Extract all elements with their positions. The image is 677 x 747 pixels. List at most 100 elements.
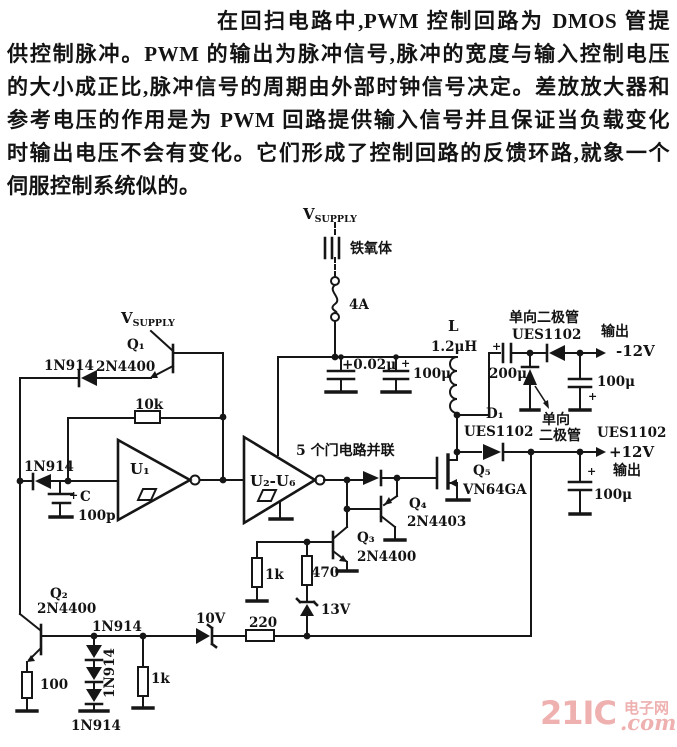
paragraph-line: 参考电压的作用是为 PWM 回路提供输入信号并且保证当负载变化	[7, 108, 670, 132]
speedup-diode	[363, 469, 398, 487]
diode-part-number: UES1102	[597, 425, 666, 441]
wire	[456, 352, 501, 416]
polarity-plus: +	[69, 489, 78, 502]
diode-part-number: 1N914	[92, 619, 142, 635]
paragraph-line: 在回扫电路中,PWM 控制回路为 DMOS 管提	[217, 9, 670, 33]
resistor-220: 220	[245, 615, 277, 642]
gate-drive: Q₄ 2N4403 Q₃ 2N4400 1k 470	[245, 469, 466, 637]
pos12v-label: +12V	[609, 443, 654, 461]
fuse	[330, 276, 340, 322]
capacitor-value: 100p	[78, 508, 116, 524]
resistor-value: 470	[311, 565, 339, 581]
resistor-value: 220	[249, 615, 277, 631]
resistor-470: 470	[301, 541, 339, 601]
clamp-diode	[519, 352, 549, 412]
timing-capacitor-100p: + C 100p	[47, 480, 116, 524]
hysteresis-symbol	[256, 489, 278, 502]
polarity-plus: +	[401, 357, 410, 370]
resistor-1k-bottom: 1k	[131, 635, 170, 710]
resistor-value: 1k	[265, 567, 284, 583]
bypass-capacitor-100u: + 100μ	[380, 356, 451, 394]
capacitor-value: 100μ	[413, 366, 451, 382]
capacitor-value: 100μ	[597, 374, 635, 390]
pos-rail-branch: D₁ UES1102 + 100μ UES1102 +12V 输出	[456, 406, 666, 516]
transistor-q4: Q₄ 2N4403	[346, 477, 466, 542]
capacitor-name: C	[80, 489, 91, 505]
parallel-gates-note: 5 个门电路并联	[296, 442, 396, 459]
diode-part-number: UES1102	[464, 424, 533, 440]
transistor-q3: Q₃ 2N4400	[256, 525, 416, 573]
transistor-q2: Q₂ 2N4400	[18, 586, 96, 673]
transistor-part-number: VN64GA	[462, 482, 527, 498]
transistor-q1: VSUPPLY Q₁ 2N4400	[96, 309, 224, 379]
neg-output-arrow	[583, 348, 606, 358]
polarity-plus: +	[587, 465, 596, 478]
transistor-part-number: 2N4400	[96, 359, 155, 375]
paragraph-line: 伺服控制系统似的。	[7, 174, 201, 198]
gate-u2-u6: U₂-U₆ 5 个门电路并联	[242, 434, 396, 526]
one-way-diode-note: 单向二极管	[509, 309, 579, 326]
paragraph-line: 供控制脉冲。PWM 的输出为脉冲信号,脉冲的宽度与输入控制电压	[7, 42, 670, 66]
inductor-name: L	[448, 317, 459, 335]
transistor-name: Q₂	[50, 586, 68, 602]
capacitor-200u: + 200μ	[489, 340, 527, 382]
output-cjk-label: 输出	[613, 462, 641, 479]
q1-emitter-diode-1n914: 1N914	[19, 358, 152, 388]
diode-part-number: 1N914	[71, 718, 121, 734]
pos-filter-capacitor: + 100μ	[567, 451, 632, 516]
inductor-value: 1.2μH	[431, 339, 477, 355]
diode-part-number: 1N914	[102, 648, 118, 698]
vsupply-label: VSUPPLY	[302, 205, 357, 225]
supply-input: VSUPPLY 铁氧体 4A	[302, 205, 393, 358]
diode-part-number: 1N914	[24, 459, 74, 475]
zener-10v: 10V	[196, 611, 226, 649]
transistor-name: Q₁	[127, 337, 145, 353]
transistor-name: Q₄	[409, 496, 427, 512]
transistor-part-number: 2N4400	[357, 549, 416, 565]
transistor-part-number: 2N4403	[407, 514, 466, 530]
resistor-100: 100	[15, 671, 68, 713]
neg-rail-branch: + 200μ + 100μ 单向二极	[456, 309, 655, 444]
diode-name: D₁	[486, 406, 504, 422]
ferrite-bead	[323, 236, 341, 260]
bypass-capacitor-0.02u: +0.02μ	[324, 356, 396, 394]
paragraph-line: 时输出电压不会有变化。它们形成了控制回路的反馈环路,就象一个	[7, 141, 670, 165]
input-diode-1n914: 1N914	[19, 459, 74, 491]
intro-paragraph: 在回扫电路中,PWM 控制回路为 DMOS 管提 供控制脉冲。PWM 的输出为脉…	[0, 0, 677, 203]
resistor-value: 1k	[151, 671, 170, 687]
diode-part-number: 1N914	[44, 358, 94, 374]
gate-name: U₁	[130, 460, 150, 478]
transistor-name: Q₃	[357, 530, 375, 546]
resistor-1k-gate: 1k	[245, 541, 284, 603]
ferrite-label: 铁氧体	[350, 240, 393, 257]
hysteresis-symbol	[136, 488, 158, 501]
gate-name: U₂-U₆	[250, 472, 296, 490]
polarity-plus: +	[492, 340, 501, 353]
diode-stack-1n914: 1N914 1N914 1N914	[71, 619, 142, 734]
fuse-rating-label: 4A	[349, 297, 369, 313]
capacitor-value: 100μ	[594, 487, 632, 503]
mosfet-q5: Q₅ VN64GA	[396, 448, 527, 502]
vsupply-label: VSUPPLY	[120, 309, 175, 329]
watermark-logo: 21IC	[540, 694, 617, 732]
transistor-part-number: 2N4400	[37, 601, 96, 617]
feedback-resistor-10k: 10k	[67, 397, 224, 482]
one-way-note-line1: 单向	[542, 411, 570, 428]
wire	[67, 417, 224, 482]
zener-13v: 13V	[295, 597, 351, 637]
zener-value: 13V	[321, 602, 351, 618]
transistor-name: Q₅	[473, 463, 491, 479]
capacitor-value: +0.02μ	[342, 357, 396, 373]
zener-value: 10V	[196, 611, 226, 627]
pos-output-arrow	[583, 447, 606, 457]
inductor-l: L 1.2μH	[431, 317, 477, 453]
watermark: 21IC 电子网 .com	[540, 694, 677, 739]
diode-part-number: UES1102	[512, 327, 581, 343]
watermark-cn: 电子网	[624, 699, 670, 717]
neg-filter-capacitor: + 100μ	[567, 352, 635, 412]
collector-wire	[149, 329, 175, 353]
paragraph-line: 的大小成正比,脉冲信号的周期由外部时钟信号决定。差放放大器和	[7, 75, 670, 99]
output-cjk-label: 输出	[601, 323, 629, 340]
